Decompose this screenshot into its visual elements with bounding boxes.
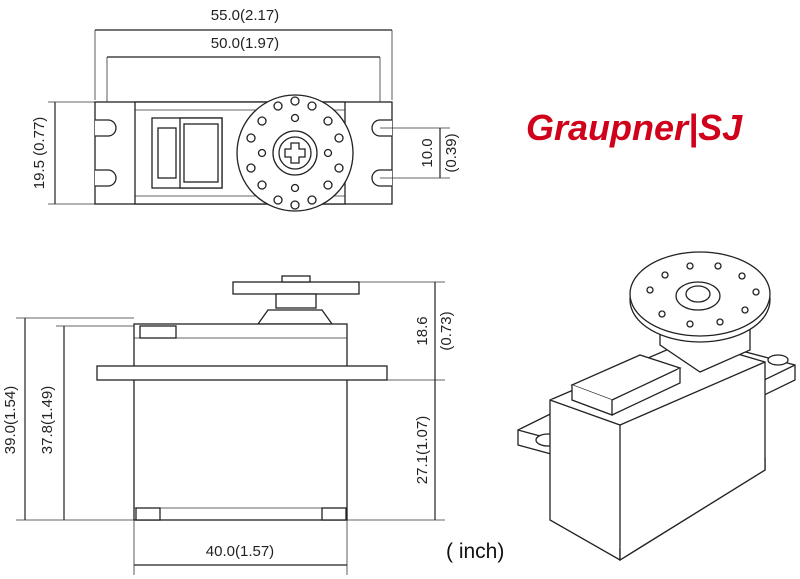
- top-width-total-label: 55.0(2.17): [211, 7, 279, 24]
- top-view: 55.0(2.17) 50.0(1.97) 19.5 (0.77): [31, 7, 460, 212]
- top-hole-spacing-label: 10.0: [419, 138, 436, 167]
- side-flange: [96, 365, 388, 381]
- side-body: [133, 323, 348, 521]
- side-upper-inch-label: (0.73): [438, 311, 455, 350]
- units-note: ( inch): [446, 540, 504, 563]
- left-upper-slot: [95, 119, 117, 137]
- side-upper-label: 18.6: [414, 316, 431, 345]
- side-horn: [232, 281, 360, 295]
- top-height-label: 19.5 (0.77): [31, 117, 48, 190]
- top-hole-spacing-inch-label: (0.39): [443, 133, 460, 172]
- isometric-view: [517, 251, 796, 562]
- horn-holes: [246, 96, 344, 210]
- side-height-body-label: 37.8(1.49): [39, 386, 56, 454]
- side-width-label: 40.0(1.57): [206, 543, 274, 560]
- side-view: 39.0(1.54) 37.8(1.49) 18.6 (0.73) 27.1(1…: [2, 275, 455, 575]
- cross-screw-icon: [284, 142, 306, 164]
- side-height-total-label: 39.0(1.54): [2, 386, 19, 454]
- top-width-holes-label: 50.0(1.97): [211, 35, 279, 52]
- side-lower-label: 27.1(1.07): [414, 416, 431, 484]
- brand-logo: Graupner|SJ: [526, 107, 743, 148]
- left-lower-slot: [95, 169, 117, 187]
